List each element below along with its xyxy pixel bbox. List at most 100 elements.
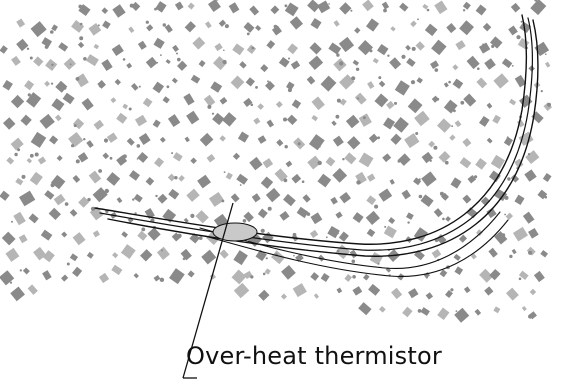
stipple-dot: [404, 133, 420, 149]
stipple-speck: [211, 112, 215, 115]
stipple-dot: [75, 73, 89, 88]
stipple-dot: [266, 40, 276, 50]
stipple-speck: [159, 277, 165, 282]
stipple-dot: [51, 98, 65, 112]
stipple-speck: [397, 159, 401, 163]
stipple-dot: [289, 16, 304, 30]
stipple-dot: [490, 154, 506, 170]
stipple-speck: [79, 22, 83, 26]
stipple-speck: [336, 232, 339, 235]
stipple-dot: [339, 2, 352, 15]
stipple-speck: [50, 183, 55, 188]
stipple-dot: [77, 152, 89, 163]
stipple-speck: [453, 109, 456, 113]
stipple-dot: [317, 0, 331, 14]
stipple-speck: [283, 178, 288, 183]
stipple-speck: [239, 184, 242, 186]
stipple-dot: [280, 293, 288, 300]
stipple-dot: [203, 94, 216, 107]
stipple-dot: [192, 36, 206, 50]
stipple-speck: [297, 142, 301, 146]
stipple-speck: [462, 9, 466, 12]
lead-wire-lower-b: [204, 219, 509, 278]
stipple-speck: [288, 57, 290, 60]
stipple-dot: [311, 114, 319, 122]
stipple-dot: [56, 155, 63, 162]
stipple-dot: [428, 140, 436, 148]
stipple-dot: [77, 41, 85, 49]
stipple-dot: [302, 194, 311, 203]
stipple-speck: [342, 158, 345, 161]
stipple-speck: [29, 153, 34, 158]
stipple-dot: [431, 39, 447, 56]
stipple-speck: [156, 87, 160, 91]
stipple-dot: [478, 42, 491, 54]
stipple-dot: [126, 62, 133, 69]
stipple-dot: [452, 78, 464, 89]
stipple-speck: [310, 77, 313, 81]
stipple-dot: [511, 248, 517, 255]
stipple-dot: [354, 92, 367, 105]
stipple-speck: [273, 24, 278, 29]
stipple-dot: [1, 231, 16, 246]
stipple-dot: [358, 302, 372, 316]
stipple-dot: [69, 253, 79, 262]
stipple-dot: [44, 80, 51, 87]
stipple-speck: [336, 249, 340, 253]
stipple-dot: [327, 225, 340, 239]
thermistor-label: Over-heat thermistor: [186, 342, 442, 370]
stipple-speck: [383, 8, 387, 13]
stipple-dot: [178, 174, 185, 182]
stipple-dot: [26, 92, 42, 108]
stipple-dot: [213, 213, 229, 229]
stipple-dot: [382, 153, 392, 163]
stipple-dot: [225, 172, 233, 180]
stipple-speck: [136, 144, 141, 148]
stipple-speck: [417, 309, 422, 313]
stipple-dot: [453, 253, 461, 261]
stipple-dot: [436, 234, 447, 245]
stipple-dot: [230, 193, 240, 203]
stipple-dot: [421, 151, 434, 164]
stipple-dot: [377, 43, 389, 56]
stipple-dot: [492, 114, 501, 124]
stipple-dot: [480, 196, 491, 206]
stipple-speck: [154, 7, 157, 11]
stipple-speck: [415, 132, 419, 135]
stipple-dot: [372, 57, 379, 64]
stipple-speck: [350, 9, 353, 12]
stipple-dot: [352, 59, 360, 66]
stipple-dot: [518, 270, 529, 281]
stipple-dot: [462, 194, 472, 204]
stipple-dot: [51, 24, 58, 32]
stipple-dot: [257, 208, 268, 219]
stipple-speck: [26, 47, 30, 50]
stipple-dot: [413, 177, 422, 186]
stipple-speck: [122, 154, 127, 159]
stipple-speck: [545, 53, 547, 55]
stipple-dot: [153, 37, 165, 49]
stipple-speck: [378, 76, 382, 80]
stipple-speck: [306, 212, 311, 216]
stipple-dot: [352, 286, 363, 296]
stipple-speck: [141, 227, 146, 232]
stipple-dot: [510, 2, 521, 13]
stipple-dot: [276, 139, 284, 147]
stipple-dot: [514, 194, 525, 206]
stipple-dot: [434, 0, 448, 15]
stipple-speck: [328, 3, 330, 5]
stipple-dot: [486, 137, 493, 144]
stipple-speck: [103, 138, 109, 143]
stipple-speck: [491, 44, 495, 49]
stipple-dot: [195, 210, 209, 224]
stipple-speck: [75, 77, 80, 81]
stipple-dot: [171, 77, 178, 84]
stipple-dot: [486, 207, 497, 219]
stipple-dot: [180, 248, 192, 261]
stipple-dot: [230, 75, 245, 90]
stipple-dot: [354, 27, 361, 34]
stipple-speck: [189, 24, 193, 29]
stipple-dot: [517, 119, 525, 128]
stipple-speck: [160, 249, 163, 252]
stipple-dot: [406, 57, 416, 67]
